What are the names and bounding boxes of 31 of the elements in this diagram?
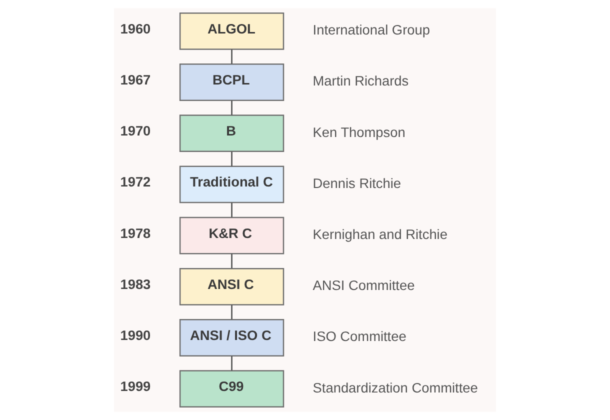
node-label: 1972 [120, 174, 151, 190]
node-box: BCPL [179, 64, 284, 101]
node-box: B [179, 114, 284, 152]
node-box: ANSI C [179, 268, 284, 306]
connector [231, 356, 232, 371]
node-label: 1990 [120, 328, 151, 343]
connector [231, 152, 232, 166]
node-label: 1967 [120, 72, 151, 88]
node-box: Traditional C [179, 166, 284, 204]
node-label: International Group [312, 22, 430, 38]
connector [231, 202, 232, 218]
node-label: Kernighan and Ritchie [312, 227, 448, 242]
node-box: ANSI / ISO C [179, 319, 284, 356]
connector [231, 49, 232, 64]
node-label: 1960 [120, 21, 151, 36]
node-label: 1970 [120, 124, 151, 139]
node-label: Ken Thompson [312, 124, 406, 140]
node-box: ALGOL [179, 12, 284, 50]
node-label: 1999 [120, 379, 151, 394]
node-label: 1978 [120, 226, 151, 241]
node-label: 1983 [120, 276, 151, 292]
connector [231, 100, 232, 116]
connector [231, 254, 232, 268]
node-label: Martin Richards [312, 74, 409, 89]
node-label: ISO Committee [312, 329, 406, 344]
node-box: C99 [179, 370, 284, 408]
connector [231, 304, 232, 320]
node-box: K&R C [179, 216, 284, 254]
node-label: Standardization Committee [312, 380, 478, 396]
node-label: Dennis Ritchie [312, 176, 402, 191]
node-label: ANSI Committee [312, 278, 415, 294]
